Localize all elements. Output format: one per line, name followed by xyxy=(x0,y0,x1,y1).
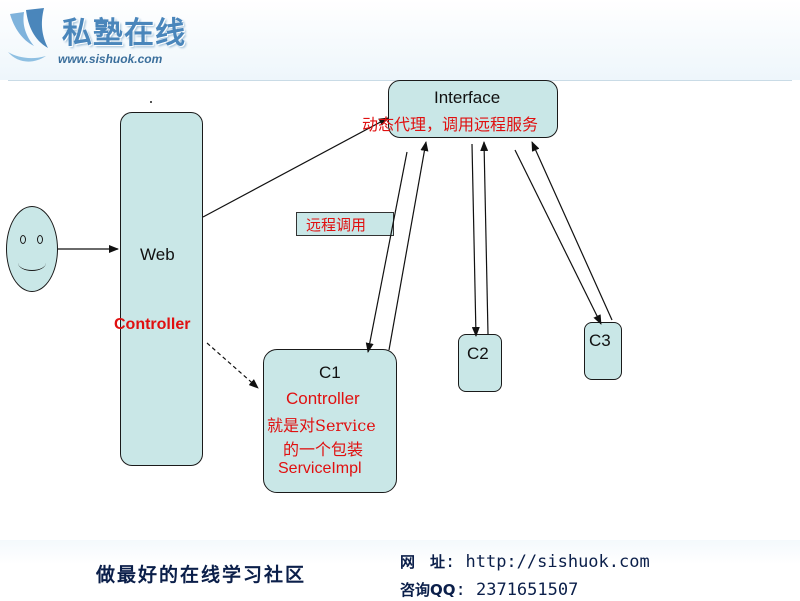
c1-box-line-1: Controller xyxy=(286,389,360,408)
arrow-c2-to-interface xyxy=(480,141,489,335)
logo-url: www.sishuok.com xyxy=(58,52,163,66)
arrow-web-to-c1-dashed xyxy=(206,342,259,389)
footer-qq-key: 咨询QQ xyxy=(400,581,456,599)
web-box xyxy=(120,112,203,466)
footer-website-link[interactable]: : http://sishuok.com xyxy=(445,552,650,572)
footer-slogan: 做最好的在线学习社区 xyxy=(96,564,307,586)
logo-text: 私塾在线 xyxy=(62,16,186,51)
footer-qq-number: : 2371651507 xyxy=(455,580,579,600)
footer-band xyxy=(0,540,800,601)
header-band xyxy=(0,0,800,80)
mouth xyxy=(18,255,46,271)
footer-website: 网 址: http://sishuok.com xyxy=(400,551,650,572)
c1-box-line-2: 就是对Service xyxy=(267,416,376,435)
arrow-interface-to-c1 xyxy=(365,151,408,353)
sishuok-logo-icon xyxy=(8,8,48,62)
web-box-subtitle: Controller xyxy=(114,316,191,333)
c1-box-line-3: 的一个包装 xyxy=(283,440,364,459)
interface-box xyxy=(388,80,558,138)
interface-box-title: Interface xyxy=(434,88,501,107)
interface-box-note: 动态代理，调用远程服务 xyxy=(362,115,539,134)
site-logo[interactable]: 私塾在线 www.sishuok.com xyxy=(4,6,185,70)
right-eye xyxy=(37,235,43,244)
arrow-interface-to-c2 xyxy=(471,143,480,337)
stray-dot xyxy=(150,101,152,103)
footer-website-key: 网 址 xyxy=(400,553,446,571)
arrow-c1-to-interface xyxy=(388,141,429,351)
footer-qq: 咨询QQ: 2371651507 xyxy=(400,579,578,600)
c3-box xyxy=(584,322,622,380)
web-box-title: Web xyxy=(140,245,175,264)
smiley-face-icon xyxy=(6,206,58,292)
c3-box-title: C3 xyxy=(589,331,611,350)
left-eye xyxy=(20,235,26,244)
c1-box-line-4: ServiceImpl xyxy=(278,460,362,477)
arrow-c3-to-interface xyxy=(531,141,613,321)
c1-box-title: C1 xyxy=(319,363,341,382)
arrow-interface-to-c3 xyxy=(514,149,602,325)
c2-box xyxy=(458,334,502,392)
remote-call-label: 远程调用 xyxy=(306,216,367,234)
c1-box xyxy=(263,349,397,493)
c2-box-title: C2 xyxy=(467,344,489,363)
arrow-web-to-interface xyxy=(202,117,389,218)
